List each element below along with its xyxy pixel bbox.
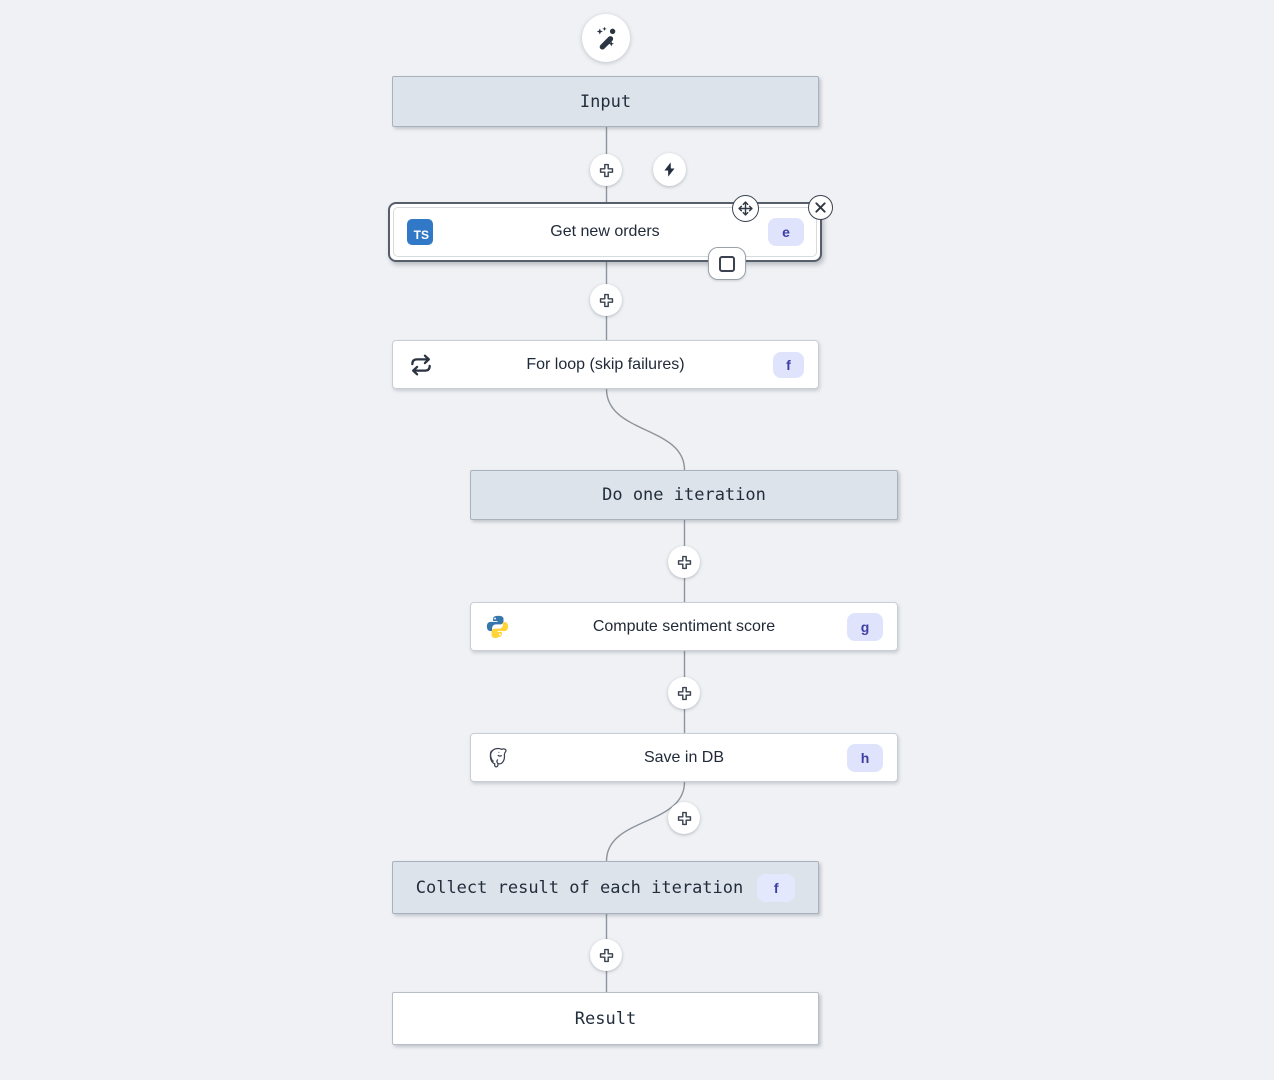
plus-icon (598, 162, 615, 179)
magic-wand-icon (593, 25, 619, 51)
insert-step-button[interactable] (590, 284, 622, 316)
step-id-badge: f (773, 351, 804, 378)
typescript-icon-label: TS (413, 228, 429, 242)
insert-step-button[interactable] (668, 802, 700, 834)
step-id-badge: f (757, 873, 796, 902)
square-icon (719, 255, 735, 272)
result-node[interactable]: Result (392, 992, 819, 1045)
close-icon (814, 201, 827, 214)
python-icon (485, 614, 510, 639)
postgresql-icon (485, 746, 509, 770)
input-node[interactable]: Input (392, 76, 819, 127)
delete-node-button[interactable] (808, 195, 833, 220)
plus-icon (676, 810, 693, 827)
step-label: Save in DB (643, 748, 725, 766)
plus-icon (598, 292, 615, 309)
typescript-icon: TS (407, 219, 433, 245)
insert-step-button[interactable] (590, 939, 622, 971)
plus-icon (676, 685, 693, 702)
lightning-icon (661, 161, 678, 178)
insert-step-button[interactable] (668, 546, 700, 578)
step-id-badge: h (847, 743, 883, 772)
loop-icon (407, 352, 435, 378)
insert-step-button[interactable] (590, 154, 622, 186)
step-label: For loop (skip failures) (526, 355, 685, 373)
do-one-iteration-node[interactable]: Do one iteration (470, 470, 898, 520)
step-node-save-in-db[interactable]: Save in DB h (470, 733, 898, 782)
step-label: Get new orders (550, 223, 660, 240)
collect-result-node[interactable]: Collect result of each iteration f (392, 861, 819, 914)
trigger-button[interactable] (653, 153, 686, 186)
do-one-iteration-label: Do one iteration (602, 485, 766, 505)
step-id-badge: e (768, 218, 804, 246)
step-node-compute-sentiment[interactable]: Compute sentiment score g (470, 602, 898, 651)
input-node-label: Input (579, 91, 632, 112)
edge-save-collect (605, 781, 686, 862)
insert-step-button[interactable] (668, 677, 700, 709)
move-icon (737, 200, 754, 217)
ai-flow-builder-button[interactable] (582, 14, 630, 62)
step-label: Compute sentiment score (592, 617, 776, 635)
plus-icon (676, 554, 693, 571)
step-id-badge: g (847, 612, 883, 641)
step-node-for-loop[interactable]: For loop (skip failures) f (392, 340, 819, 389)
select-node-checkbox[interactable] (708, 247, 746, 280)
move-node-handle[interactable] (732, 195, 759, 222)
result-label: Result (574, 1008, 637, 1029)
plus-icon (598, 947, 615, 964)
collect-result-label: Collect result of each iteration (415, 877, 744, 898)
edge-forloop-iteration (605, 388, 686, 471)
